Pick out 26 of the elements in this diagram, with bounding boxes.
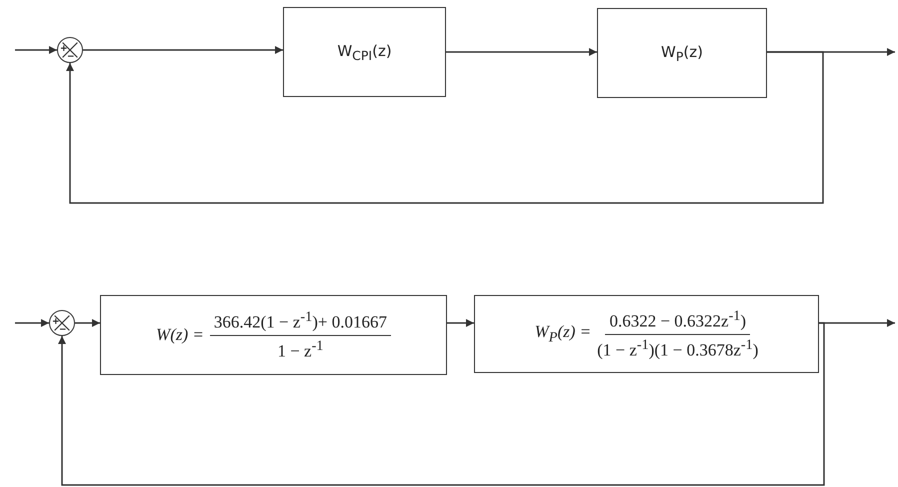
function-name: W(z) = [156,325,204,345]
sign: − [67,53,75,62]
sign: + [60,45,68,54]
arrow [83,46,283,54]
arrow [58,322,825,486]
denominator: 1 − z$^{-1}$ [277,336,324,362]
arrow [15,46,57,54]
numerator: 366.42(1 − z$^{-1}$)+ 0.01667 [210,308,391,336]
transfer-function-block [283,7,446,97]
arrow [447,319,474,327]
arrow [66,51,824,204]
arrow [446,48,597,56]
function-name: W$_{P}$(z) = [534,322,592,346]
transfer-function-block [474,295,819,373]
function-name: W$_{CPI}$(z) [337,42,392,62]
denominator: (1 − z$^{-1}$)(1 − 0.3678z$^{-1}$) [597,336,758,360]
function-name: W$_{P}$(z) [661,42,703,64]
transfer-function-block [597,8,767,98]
transfer-function-block [100,295,447,375]
numerator: 0.6322 − 0.6322z$^{-1}$) [605,308,750,334]
arrow [75,319,100,327]
sign: − [59,326,67,335]
summing-junction [57,37,83,63]
arrow [15,319,49,327]
sign: + [52,318,60,327]
summing-junction [49,310,75,336]
